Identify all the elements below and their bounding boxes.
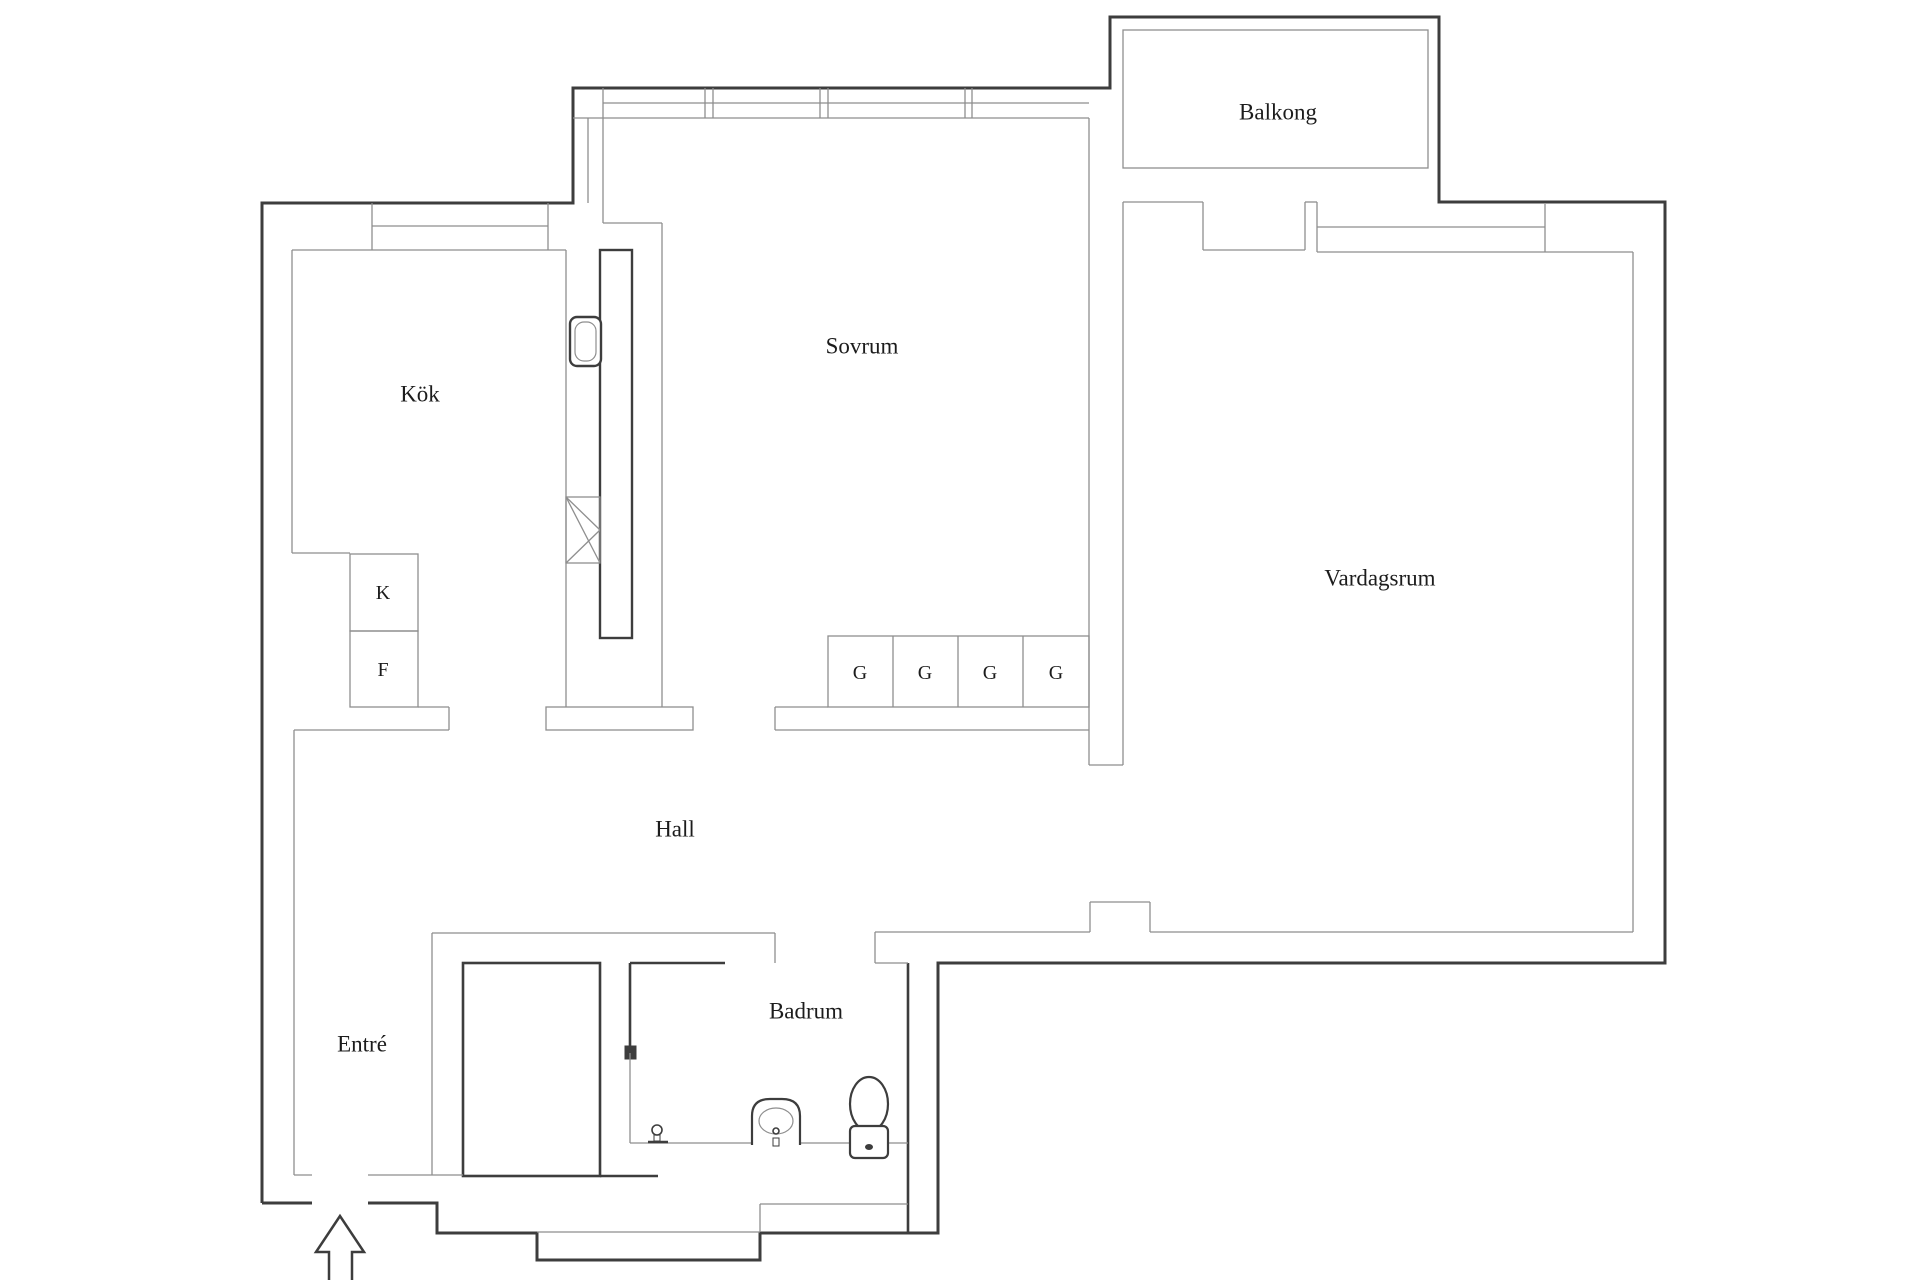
floor-drain-stem <box>653 1134 661 1142</box>
room-label-balkong: Balkong <box>1239 100 1317 125</box>
kitchen-sink-basin <box>574 321 597 362</box>
room-label-garderob-3: G <box>983 662 997 684</box>
toilet-bowl <box>848 1075 890 1133</box>
room-label-frys: F <box>377 659 388 681</box>
room-label-entre: Entré <box>337 1032 387 1057</box>
outer-wall-main <box>260 15 1667 1262</box>
shaft-box <box>461 961 602 1178</box>
bathroom-basin-tap-stem <box>772 1137 780 1147</box>
floor-drain <box>651 1124 663 1136</box>
stove-diagonal-1 <box>565 496 601 531</box>
room-label-sovrum: Sovrum <box>826 334 899 359</box>
room-label-garderob-4: G <box>1049 662 1063 684</box>
stove-diagonal-3 <box>565 496 601 564</box>
room-label-kok: Kök <box>400 382 440 407</box>
balcony-inner <box>1122 29 1429 169</box>
entrance-arrow <box>313 1213 367 1280</box>
toilet-tank <box>848 1124 890 1160</box>
room-label-garderob-1: G <box>853 662 867 684</box>
room-label-badrum: Badrum <box>769 999 843 1024</box>
kitchen-column <box>598 248 634 640</box>
room-label-kyl: K <box>376 582 391 604</box>
toilet-button <box>865 1144 873 1150</box>
bathroom-basin <box>750 1097 802 1145</box>
room-label-garderob-2: G <box>918 662 932 684</box>
room-label-hall: Hall <box>655 817 695 842</box>
freezer-box <box>349 630 419 708</box>
bathroom-basin-tap <box>772 1127 780 1135</box>
bedroom-door-foot <box>545 706 694 731</box>
kitchen-sink-outline <box>568 315 603 368</box>
stove-diagonal-2 <box>565 529 601 564</box>
room-label-vardagsrum: Vardagsrum <box>1324 566 1435 591</box>
